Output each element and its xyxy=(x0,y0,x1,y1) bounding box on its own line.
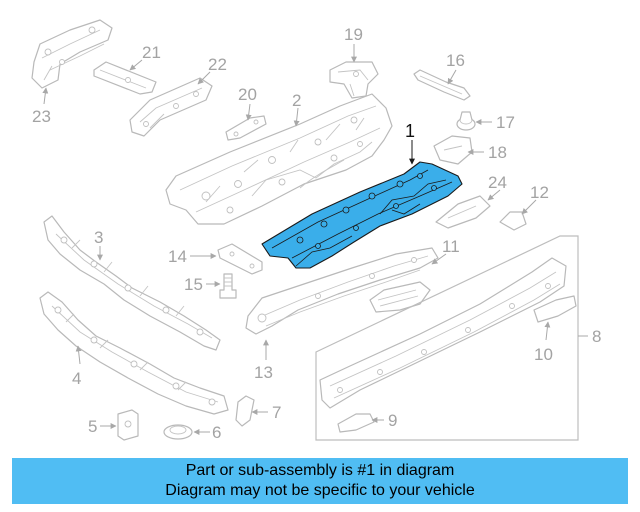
callout-17: 17 xyxy=(496,113,515,132)
part-16-bracket[interactable] xyxy=(413,69,471,101)
parts-diagram: 1 2 3 4 5 6 7 8 9 10 11 12 13 14 15 16 1… xyxy=(31,19,601,442)
part-17-grommet[interactable] xyxy=(456,111,476,131)
callout-23: 23 xyxy=(32,107,51,126)
callout-3: 3 xyxy=(94,228,103,247)
part-7-bracket[interactable] xyxy=(235,395,255,427)
callout-7: 7 xyxy=(272,403,281,422)
part-5-block[interactable] xyxy=(117,409,139,441)
callout-4: 4 xyxy=(72,369,81,388)
callout-16: 16 xyxy=(446,51,465,70)
callout-22: 22 xyxy=(208,55,227,74)
part-19-bracket[interactable] xyxy=(329,61,379,99)
part-13-crossmember[interactable] xyxy=(245,247,439,335)
part-24-plate[interactable] xyxy=(435,195,491,229)
part-14-bracket[interactable] xyxy=(217,243,263,275)
disclaimer-banner: Part or sub-assembly is #1 in diagram Di… xyxy=(12,458,628,504)
callout-8: 8 xyxy=(592,327,601,346)
part-20-plate[interactable] xyxy=(225,115,267,141)
callout-6: 6 xyxy=(212,423,221,442)
part-23-front-bracket[interactable] xyxy=(31,19,113,89)
part-10-bracket[interactable] xyxy=(533,295,577,323)
callout-11: 11 xyxy=(442,237,460,256)
part-4-side-member[interactable] xyxy=(39,291,229,415)
part-18-bracket[interactable] xyxy=(433,135,473,165)
callout-1: 1 xyxy=(405,121,415,141)
callout-12: 12 xyxy=(530,183,549,202)
part-22-crossmember[interactable] xyxy=(129,77,213,137)
callout-19: 19 xyxy=(344,25,363,44)
callout-2: 2 xyxy=(292,91,301,110)
part-8-group-outline xyxy=(315,235,579,441)
callout-10: 10 xyxy=(534,345,553,364)
part-6-grommet[interactable] xyxy=(163,424,193,440)
part-2-front-floor[interactable] xyxy=(165,93,393,225)
callout-14: 14 xyxy=(168,247,187,266)
part-1-rear-floor-pan[interactable] xyxy=(261,161,463,269)
part-12-bracket[interactable] xyxy=(499,211,527,231)
callout-9: 9 xyxy=(388,411,397,430)
part-9-bracket[interactable] xyxy=(337,413,375,433)
callout-20: 20 xyxy=(238,85,257,104)
part-11-bracket[interactable] xyxy=(369,281,431,313)
callout-24: 24 xyxy=(488,173,507,192)
callout-21: 21 xyxy=(142,43,161,62)
callout-15: 15 xyxy=(184,275,203,294)
part-3-side-rail[interactable] xyxy=(43,215,221,351)
part-8-rocker-panel[interactable] xyxy=(319,257,567,409)
leader-lines xyxy=(42,44,588,435)
callout-labels: 1 2 3 4 5 6 7 8 9 10 11 12 13 14 15 16 1… xyxy=(32,25,601,442)
callout-13: 13 xyxy=(254,363,273,382)
part-15-bolt[interactable] xyxy=(219,273,237,299)
part-21-bracket[interactable] xyxy=(93,61,157,95)
banner-line-2: Diagram may not be specific to your vehi… xyxy=(165,482,475,499)
callout-5: 5 xyxy=(88,417,97,436)
banner-line-1: Part or sub-assembly is #1 in diagram xyxy=(185,462,455,479)
callout-18: 18 xyxy=(488,143,507,162)
